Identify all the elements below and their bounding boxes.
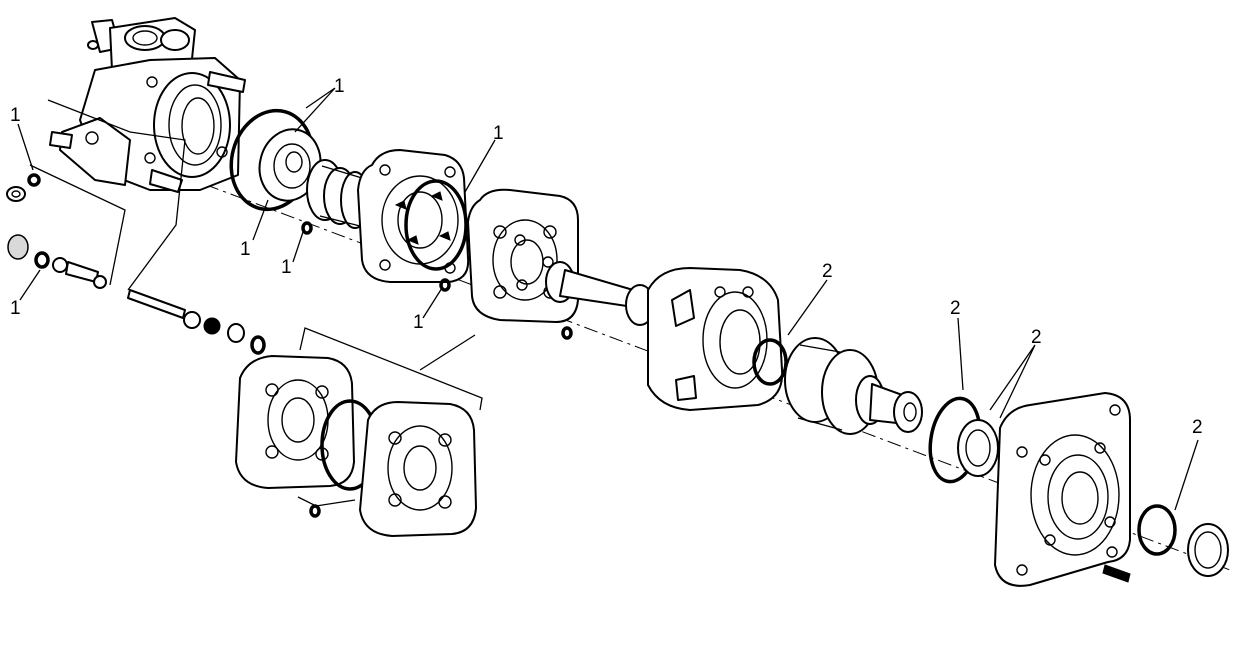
mounting-flange: [994, 392, 1131, 587]
rotary-valve: [306, 159, 370, 229]
relief-valve-parts: [7, 234, 107, 289]
callout-labels: 1 1 1 1 1 1 1 2 2 2 2: [10, 76, 1203, 438]
callout-label: 1: [240, 239, 251, 260]
drive-shaft: [545, 261, 655, 326]
small-plug-and-seals: [6, 173, 41, 202]
callout-leaders: [17, 87, 1199, 511]
callout-label: 2: [950, 298, 961, 319]
flange-bolt: [1102, 564, 1131, 583]
output-shaft: [784, 337, 923, 435]
callout-label: 1: [413, 312, 424, 333]
o-ring-3: [752, 338, 788, 386]
callout-label: 1: [281, 257, 292, 278]
retaining-ring: [1137, 504, 1177, 556]
small-o-ring-3: [561, 326, 573, 340]
alternate-gerotor-a: [235, 355, 355, 489]
shaft-seal: [957, 419, 999, 477]
dust-seal: [1187, 523, 1229, 577]
callout-label: 1: [334, 76, 345, 97]
o-ring-2: [404, 179, 468, 271]
callout-label: 2: [1192, 417, 1203, 438]
small-o-ring-2: [439, 278, 451, 292]
spool-assembly: [127, 289, 266, 355]
left-bracket-lines: [29, 99, 186, 291]
alternate-gerotor-b: [359, 401, 477, 537]
callout-label: 2: [1031, 327, 1042, 348]
callout-label: 1: [10, 105, 21, 126]
alternate-gerotor-bracket: [299, 327, 483, 411]
callout-label: 1: [10, 298, 21, 319]
valve-housing: [49, 17, 246, 193]
small-o-ring: [301, 221, 313, 235]
alternate-small-o-ring: [297, 496, 356, 518]
callout-label: 2: [822, 261, 833, 282]
bearing-housing: [647, 267, 784, 411]
callout-label: 1: [493, 123, 504, 144]
